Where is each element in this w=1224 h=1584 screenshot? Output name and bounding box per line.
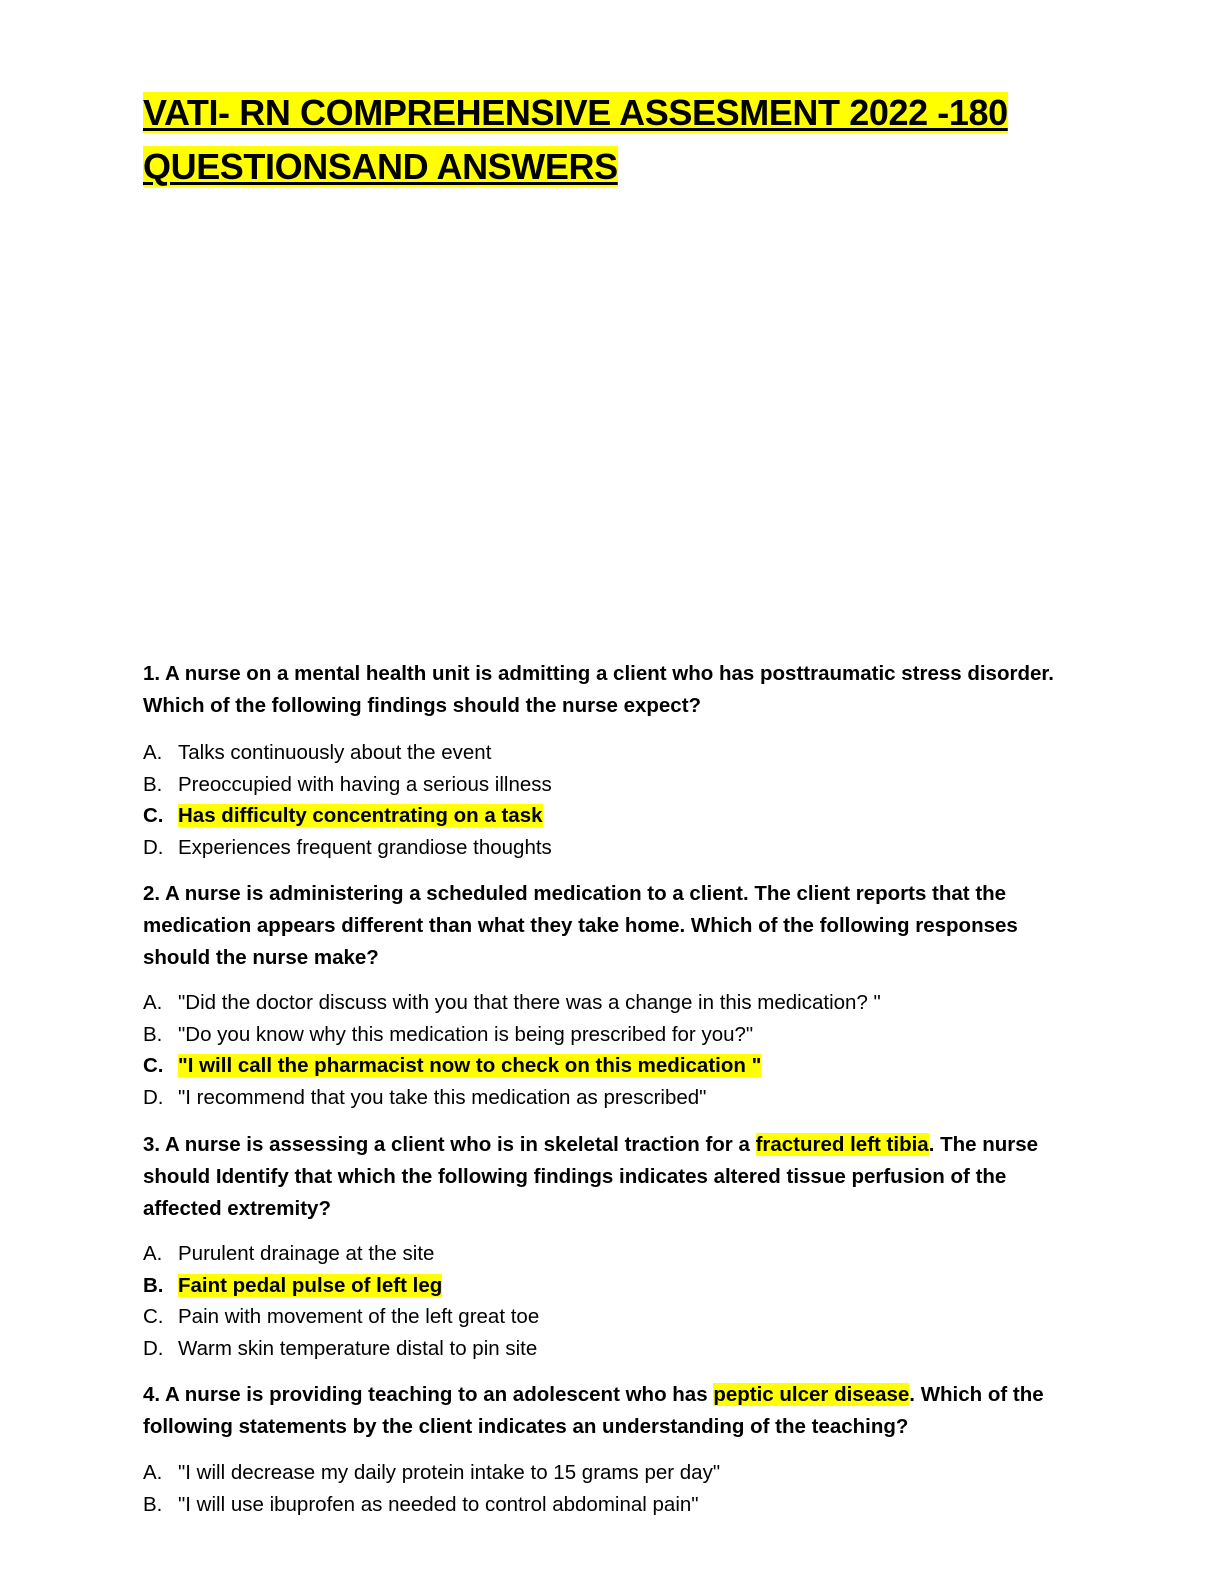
option-item: B. Preoccupied with having a serious illn…: [143, 769, 1083, 801]
question-4: 4. A nurse is providing teaching to an a…: [143, 1379, 1083, 1443]
option-text-highlighted: "I will call the pharmacist now to check…: [178, 1054, 762, 1077]
question-3: 3. A nurse is assessing a client who is …: [143, 1129, 1083, 1225]
option-letter: A.: [143, 1242, 163, 1265]
option-text: Preoccupied with having a serious illnes…: [178, 772, 552, 796]
question-2: 2. A nurse is administering a scheduled …: [143, 882, 1018, 969]
option-item: C. Pain with movement of the left great t…: [143, 1301, 1083, 1333]
option-letter: C.: [143, 804, 164, 827]
question-3-options: A. Purulent drainage at the site B. Faint …: [143, 1238, 1083, 1364]
option-item-correct: B. Faint pedal pulse of left leg: [143, 1270, 1083, 1302]
option-letter: A.: [143, 991, 163, 1014]
option-letter: D.: [143, 835, 164, 859]
question-2-options: A. "Did the doctor discuss with you that …: [143, 987, 1083, 1113]
option-letter: D.: [143, 1336, 164, 1360]
option-item-correct: C. "I will call the pharmacist now to che…: [143, 1050, 1083, 1082]
option-item: A. Purulent drainage at the site: [143, 1238, 1083, 1270]
option-text: Pain with movement of the left great toe: [178, 1305, 540, 1328]
question-4-options: A. "I will decrease my daily protein inta…: [143, 1457, 1083, 1520]
option-item: A. "I will decrease my daily protein inta…: [143, 1457, 1083, 1489]
option-item-correct: C. Has difficulty concentrating on a task: [143, 800, 1083, 832]
option-text: Purulent drainage at the site: [178, 1242, 435, 1265]
question-4-text-end: . Which of the following statements by t…: [143, 1383, 1044, 1438]
option-text: "I will use ibuprofen as needed to contr…: [178, 1492, 699, 1516]
option-text: "Did the doctor discuss with you that th…: [178, 991, 881, 1014]
option-text: Experiences frequent grandiose thoughts: [178, 835, 552, 859]
option-letter: C.: [143, 1054, 164, 1077]
title-line-2: QUESTIONSAND ANSWERS: [143, 146, 618, 187]
option-text: "I recommend that you take this medicati…: [178, 1085, 707, 1109]
option-text: "I will decrease my daily protein intake…: [178, 1461, 721, 1484]
option-item: D. Experiences frequent grandiose thought…: [143, 832, 1083, 864]
option-letter: A.: [143, 1461, 163, 1484]
question-4-text-start: 4. A nurse is providing teaching to an a…: [143, 1383, 714, 1406]
question-4-highlight: peptic ulcer disease: [713, 1383, 910, 1406]
option-letter: D.: [143, 1085, 164, 1109]
document-title: VATI- RN COMPREHENSIVE ASSESMENT 2022 -1…: [143, 86, 1093, 194]
option-letter: C.: [143, 1305, 164, 1328]
option-item: D. Warm skin temperature distal to pin si…: [143, 1333, 1083, 1365]
option-letter: A.: [143, 741, 163, 764]
option-text: "Do you know why this medication is bein…: [178, 1022, 754, 1046]
question-1: 1. A nurse on a mental health unit is ad…: [143, 662, 1054, 717]
question-3-highlight: fractured left tibia: [755, 1133, 929, 1156]
option-item: A. "Did the doctor discuss with you that …: [143, 987, 1083, 1019]
question-3-text-start: 3. A nurse is assessing a client who is …: [143, 1133, 756, 1156]
title-line-1: VATI- RN COMPREHENSIVE ASSESMENT 2022 -1…: [143, 92, 1008, 133]
option-item: A. Talks continuously about the event: [143, 737, 1083, 769]
option-text-highlighted: Has difficulty concentrating on a task: [178, 804, 543, 827]
option-item: B. "Do you know why this medication is be…: [143, 1019, 1083, 1051]
question-3-text-end: . The nurse should Identify that which t…: [143, 1133, 1039, 1220]
option-letter: B.: [143, 1492, 163, 1516]
option-text: Talks continuously about the event: [178, 741, 492, 764]
option-text: Warm skin temperature distal to pin site: [178, 1336, 538, 1360]
option-text-highlighted: Faint pedal pulse of left leg: [178, 1273, 443, 1297]
option-letter: B.: [143, 772, 163, 796]
option-letter: B.: [143, 1022, 163, 1046]
question-1-options: A. Talks continuously about the event B. P…: [143, 737, 1083, 863]
option-item: B. "I will use ibuprofen as needed to con…: [143, 1489, 1083, 1521]
option-letter: B.: [143, 1273, 164, 1297]
option-item: D. "I recommend that you take this medica…: [143, 1082, 1083, 1114]
